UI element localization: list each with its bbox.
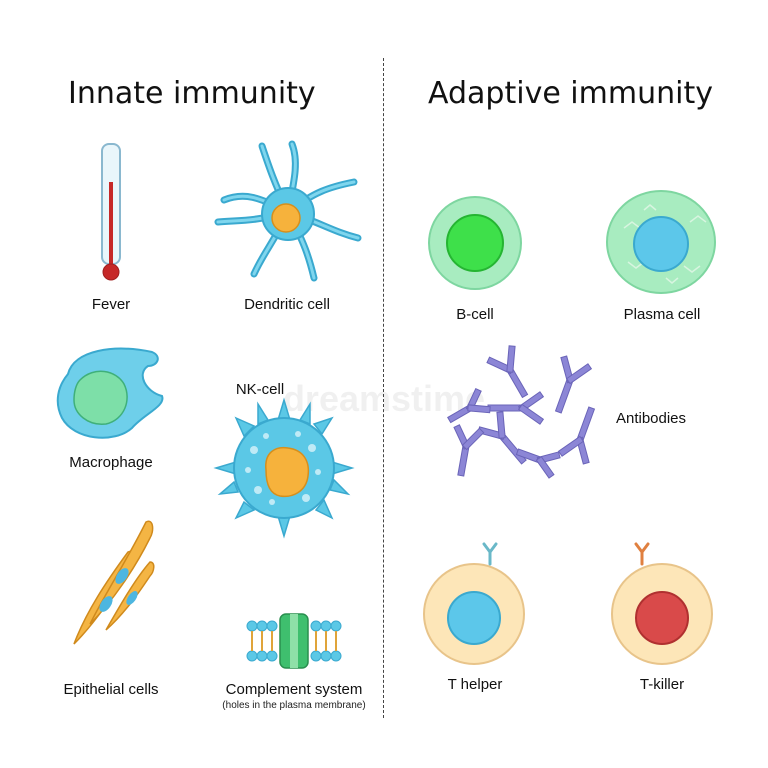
membrane-pore-icon [246, 613, 342, 669]
thermometer-icon [101, 143, 121, 281]
t-killer-label: T-killer [639, 676, 685, 693]
t-helper-icon [423, 542, 525, 665]
antibodies-icon [447, 345, 596, 479]
b-cell-icon [428, 196, 522, 290]
section-divider [383, 58, 384, 718]
complement-system-label: Complement system [225, 681, 363, 698]
dendritic-cell-icon [214, 140, 362, 282]
adaptive-heading: Adaptive immunity [428, 76, 713, 111]
nk-cell-icon [213, 397, 355, 539]
nk-cell-label: NK-cell [235, 381, 285, 398]
dendritic-cell-label: Dendritic cell [244, 296, 330, 313]
innate-heading: Innate immunity [68, 76, 316, 111]
t-helper-label: T helper [447, 676, 503, 693]
watermark: dreamstime [282, 378, 486, 419]
macrophage-icon [56, 347, 164, 439]
fever-label: Fever [91, 296, 131, 313]
macrophage-label: Macrophage [69, 454, 153, 471]
epithelial-cells-label: Epithelial cells [63, 681, 159, 698]
b-cell-label: B-cell [456, 306, 494, 323]
epithelial-cells-icon [73, 520, 155, 645]
t-killer-icon [611, 542, 713, 665]
plasma-cell-icon [606, 190, 716, 294]
plasma-cell-label: Plasma cell [623, 306, 701, 323]
antibodies-label: Antibodies [615, 410, 687, 427]
complement-note-label: (holes in the plasma membrane) [222, 700, 366, 711]
